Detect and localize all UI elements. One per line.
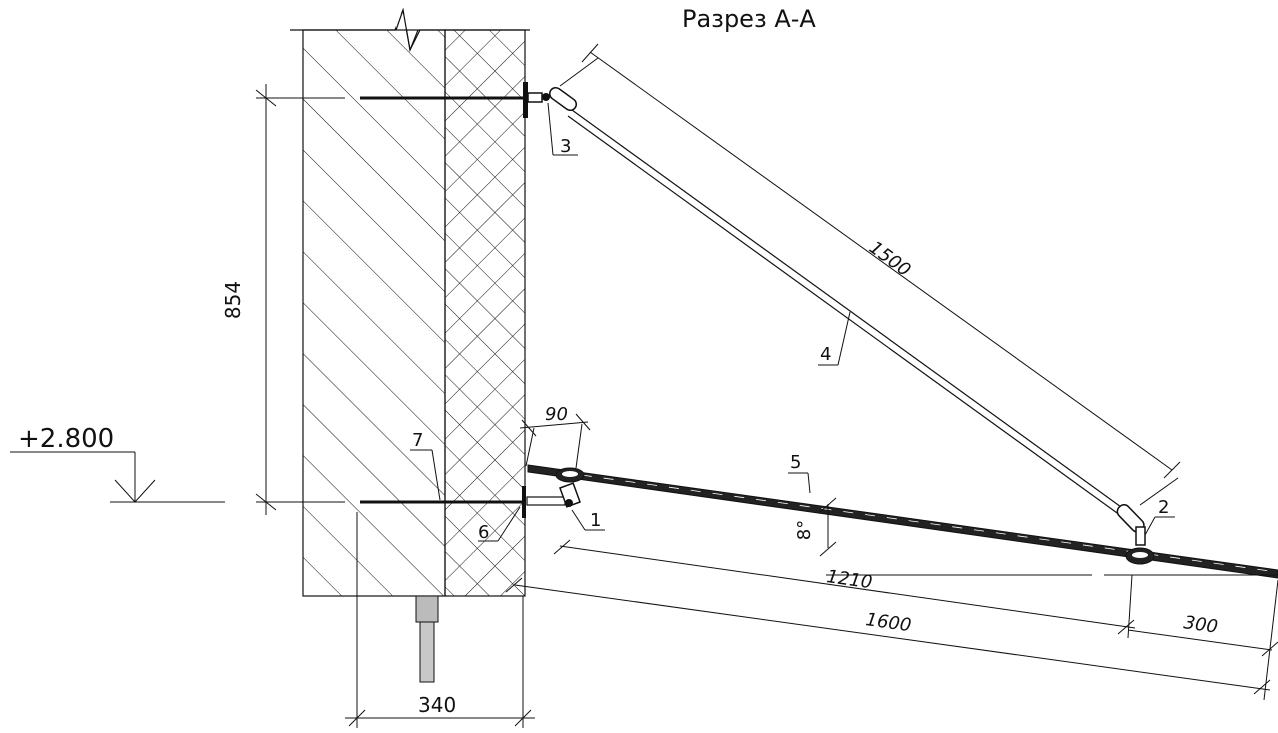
svg-text:6: 6 (478, 522, 489, 543)
foundation-post (419, 621, 435, 683)
dim-brace-label: 1500 (865, 237, 914, 281)
svg-text:7: 7 (412, 430, 423, 451)
foundation-post-cap (415, 595, 439, 623)
brace-end-top (548, 86, 578, 112)
svg-text:4: 4 (820, 344, 831, 365)
callout-3: 3 (547, 102, 578, 157)
dim-wall-thickness-label: 340 (418, 693, 456, 717)
dim-overhang-label: 300 (1182, 612, 1219, 638)
top-anchor-plate (523, 82, 528, 118)
canopy-beam (527, 464, 1278, 579)
dim-span-inner-label: 1210 (825, 566, 873, 593)
svg-text:2: 2 (1158, 497, 1169, 518)
dim-angle-label: 8° (794, 520, 815, 540)
svg-text:1: 1 (590, 510, 601, 531)
wall-insulation (444, 29, 526, 597)
elevation-label: +2.800 (18, 424, 114, 454)
dim-height-label: 854 (221, 281, 245, 319)
callout-5: 5 (788, 452, 811, 494)
lower-anchor-plate (522, 486, 526, 518)
dim-offset-label: 90 (545, 404, 568, 425)
callout-1: 1 (571, 509, 605, 531)
wall-masonry (302, 29, 446, 597)
dim-span-total-label: 1600 (864, 609, 912, 636)
dim-span-inner (559, 545, 1136, 629)
callout-2: 2 (1144, 497, 1175, 536)
callout-4: 4 (818, 311, 851, 366)
brace-rod (571, 109, 1129, 513)
svg-text:3: 3 (560, 136, 571, 157)
callout-6: 6 (478, 506, 521, 543)
section-title: Разрез А-А (682, 5, 816, 33)
dim-brace (589, 51, 1173, 471)
dim-span-total (514, 584, 1271, 691)
callout-7: 7 (410, 430, 441, 501)
svg-text:5: 5 (790, 452, 801, 473)
